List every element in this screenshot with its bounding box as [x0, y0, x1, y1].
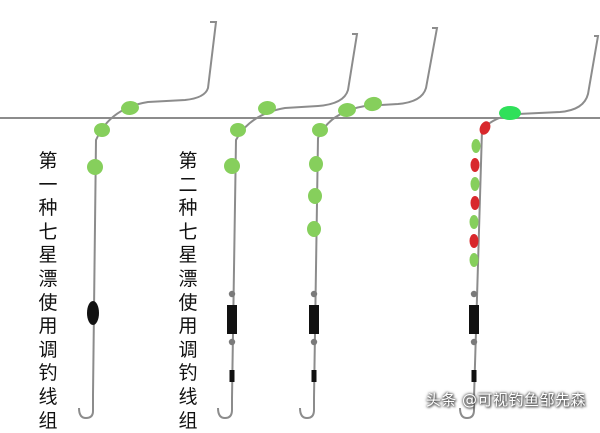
rig-2-label: 第二种七星漂使用调钓线组: [178, 150, 198, 432]
rig-4-terminal: [469, 290, 479, 382]
float-bead-4-4: [470, 158, 480, 172]
watermark: 头条 @可视钓鱼邹先森: [425, 391, 586, 409]
float-bead-3-6: [307, 221, 321, 237]
float-bead-2-2: [230, 123, 246, 137]
rig-1-floats: [87, 100, 139, 175]
float-bead-4-1: [499, 106, 521, 120]
fishing-rig-diagram: [0, 21, 600, 420]
float-bead-1-1: [121, 100, 139, 116]
diagram-canvas: 第一种七星漂使用调钓线组 第二种七星漂使用调钓线组 头条 @可视钓鱼邹先森: [0, 21, 600, 432]
rig-2-sinker: [227, 305, 237, 334]
rig-3-rod-line: [313, 27, 439, 399]
float-bead-2-3: [224, 158, 240, 174]
rig-4-sinker: [469, 305, 479, 334]
float-bead-4-2: [479, 121, 491, 135]
float-bead-4-8: [469, 234, 479, 248]
float-bead-1-2: [94, 123, 110, 137]
rig-3-bead-bottom: [310, 338, 318, 346]
float-bead-3-5: [308, 188, 322, 204]
float-bead-4-9: [469, 253, 479, 267]
rig-2-terminal: [227, 290, 237, 382]
rig-3-sinker: [309, 305, 319, 334]
float-bead-1-3: [87, 159, 103, 175]
float-bead-4-7: [469, 215, 479, 229]
rig-3-hook: [299, 398, 315, 420]
float-bead-4-5: [470, 177, 480, 191]
float-bead-4-6: [470, 196, 480, 210]
float-bead-2-1: [258, 100, 276, 116]
rig-2-hook: [217, 398, 233, 420]
rig-2-swivel: [229, 370, 235, 382]
rig-1-hook: [78, 395, 94, 420]
rig-4-bead-bottom: [470, 338, 478, 346]
float-bead-3-2: [338, 102, 356, 118]
rig-3-terminal: [309, 290, 319, 382]
rig-3-floats: [307, 96, 382, 237]
rig-2-rod-line: [231, 33, 359, 399]
rig-3-swivel: [311, 370, 317, 382]
float-bead-3-1: [364, 96, 382, 112]
rig-4: [459, 35, 600, 420]
rig-4-hook: [459, 398, 475, 420]
rig-3: [299, 27, 439, 420]
rig-4-floats: [469, 106, 521, 267]
rig-4-bead-top: [470, 290, 478, 298]
float-bead-3-4: [309, 156, 323, 172]
rig-2-bead-bottom: [228, 338, 236, 346]
float-bead-4-3: [471, 139, 481, 153]
float-bead-3-3: [312, 123, 328, 137]
rig-4-rod-line: [473, 35, 600, 399]
rig-1-sinker: [87, 301, 99, 325]
rig-4-swivel: [471, 370, 477, 382]
rig-2-bead-top: [228, 290, 236, 298]
rig-2: [217, 33, 359, 420]
rig-1-label: 第一种七星漂使用调钓线组: [38, 150, 58, 432]
rig-2-floats: [224, 100, 276, 174]
rig-3-bead-top: [310, 290, 318, 298]
